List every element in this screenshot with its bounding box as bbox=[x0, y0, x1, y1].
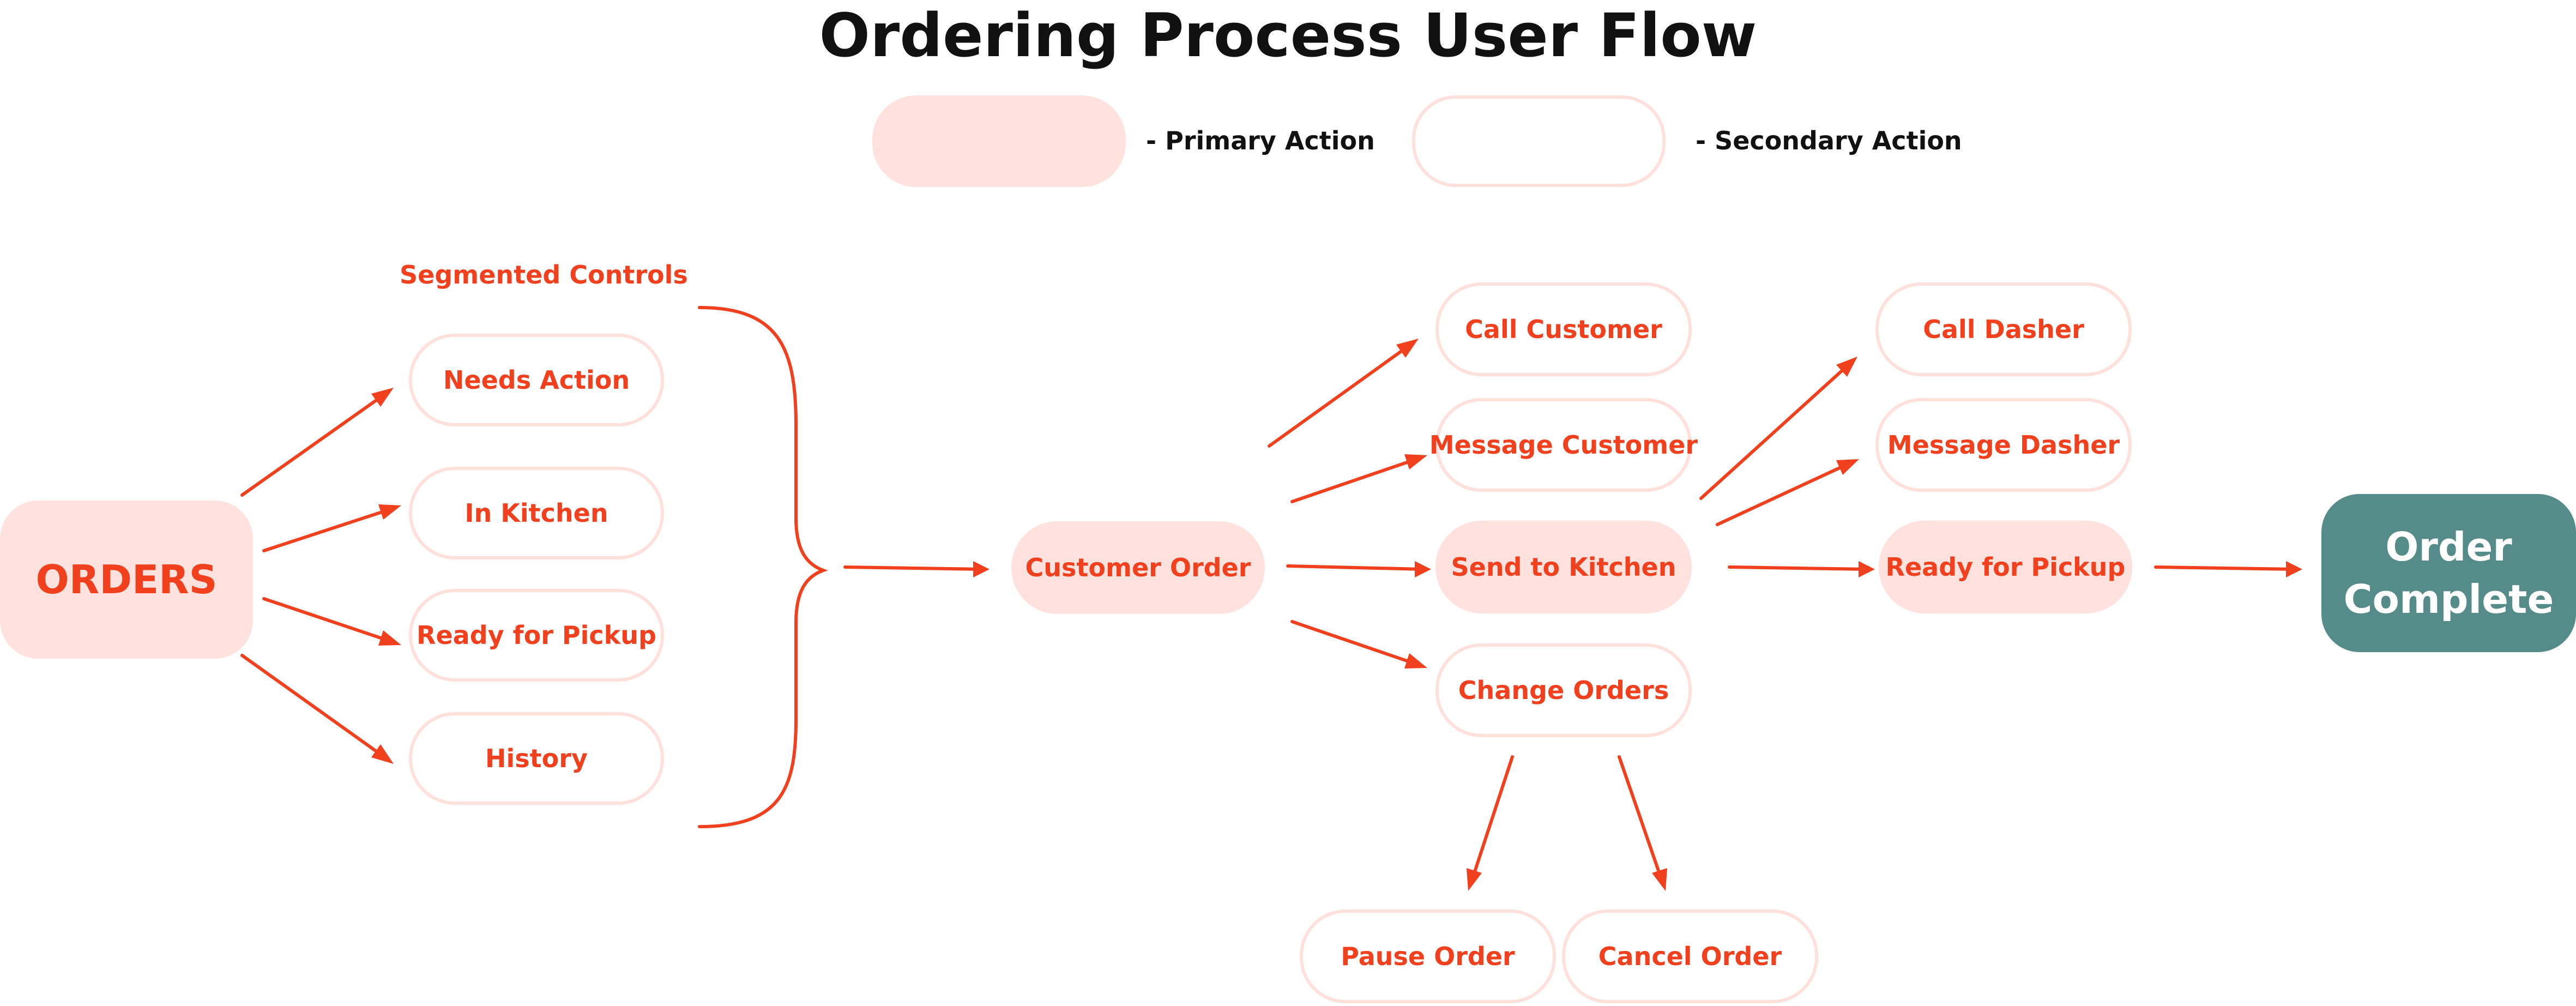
arrowhead-customer-order bbox=[973, 561, 990, 577]
orders-node[interactable]: ORDERS bbox=[0, 501, 253, 659]
arrow-customer-order-to-call-customer bbox=[1268, 342, 1414, 448]
arrow-ready-for-pickup-to-order-complete bbox=[2154, 565, 2296, 571]
legend-primary-label: - Primary Action bbox=[1146, 126, 1375, 155]
arrowhead-call-customer bbox=[1396, 339, 1419, 358]
arrowhead-call-dasher bbox=[1836, 357, 1857, 377]
arrow-brace-to-customer-order bbox=[843, 565, 983, 571]
diagram-title: Ordering Process User Flow bbox=[819, 1, 1757, 70]
in-kitchen-node[interactable]: In Kitchen bbox=[409, 467, 664, 559]
arrowhead-order-complete bbox=[2286, 561, 2302, 577]
arrow-orders-to-history bbox=[240, 654, 389, 761]
customer-order-node[interactable]: Customer Order bbox=[1011, 521, 1265, 614]
segmented-controls-brace bbox=[698, 306, 828, 828]
arrow-customer-order-to-change-orders bbox=[1290, 620, 1421, 667]
arrowhead-message-customer bbox=[1404, 454, 1427, 469]
arrowhead-pause-order bbox=[1467, 868, 1482, 891]
arrowhead-history bbox=[371, 744, 394, 764]
send-to-kitchen-node[interactable]: Send to Kitchen bbox=[1435, 521, 1692, 613]
call-dasher-node[interactable]: Call Dasher bbox=[1875, 282, 2132, 376]
legend-secondary-label: - Secondary Action bbox=[1696, 126, 1962, 155]
legend-secondary-swatch bbox=[1412, 95, 1666, 187]
arrow-send-to-kitchen-to-message-dasher bbox=[1716, 461, 1853, 526]
arrow-orders-to-ready-for-pickup-tab bbox=[262, 597, 395, 644]
arrow-change-orders-to-pause-order bbox=[1469, 755, 1514, 885]
segmented-controls-label: Segmented Controls bbox=[400, 260, 688, 290]
arrow-orders-to-in-kitchen bbox=[262, 507, 395, 552]
needs-action-node[interactable]: Needs Action bbox=[409, 334, 664, 426]
arrowhead-ready-for-pickup bbox=[1859, 561, 1875, 577]
arrow-change-orders-to-cancel-order bbox=[1618, 755, 1664, 885]
history-node[interactable]: History bbox=[409, 712, 664, 805]
cancel-order-node[interactable]: Cancel Order bbox=[1562, 909, 1818, 1003]
legend-primary-swatch bbox=[872, 95, 1126, 187]
message-customer-node[interactable]: Message Customer bbox=[1429, 398, 1698, 492]
arrowhead-in-kitchen bbox=[378, 504, 401, 520]
message-dasher-node[interactable]: Message Dasher bbox=[1875, 398, 2132, 492]
call-customer-node[interactable]: Call Customer bbox=[1435, 282, 1692, 376]
ready-for-pickup-node[interactable]: Ready for Pickup bbox=[1879, 521, 2132, 613]
pause-order-node[interactable]: Pause Order bbox=[1300, 909, 1556, 1003]
arrowhead-send-to-kitchen bbox=[1415, 561, 1431, 577]
arrow-orders-to-needs-action bbox=[240, 391, 389, 497]
arrow-send-to-kitchen-to-call-dasher bbox=[1699, 360, 1853, 500]
arrowhead-message-dasher bbox=[1836, 459, 1859, 475]
arrow-send-to-kitchen-to-ready-for-pickup bbox=[1728, 565, 1868, 571]
arrowhead-cancel-order bbox=[1652, 868, 1667, 891]
arrowhead-ready-for-pickup-tab bbox=[378, 630, 401, 646]
arrow-customer-order-to-send-to-kitchen bbox=[1286, 564, 1425, 571]
ready-for-pickup-tab-node[interactable]: Ready for Pickup bbox=[409, 589, 664, 682]
arrowhead-needs-action bbox=[371, 388, 394, 407]
change-orders-node[interactable]: Change Orders bbox=[1435, 643, 1692, 737]
arrowhead-change-orders bbox=[1404, 653, 1427, 668]
order-complete-node[interactable]: Order Complete bbox=[2321, 494, 2576, 652]
arrow-customer-order-to-message-customer bbox=[1290, 456, 1421, 503]
